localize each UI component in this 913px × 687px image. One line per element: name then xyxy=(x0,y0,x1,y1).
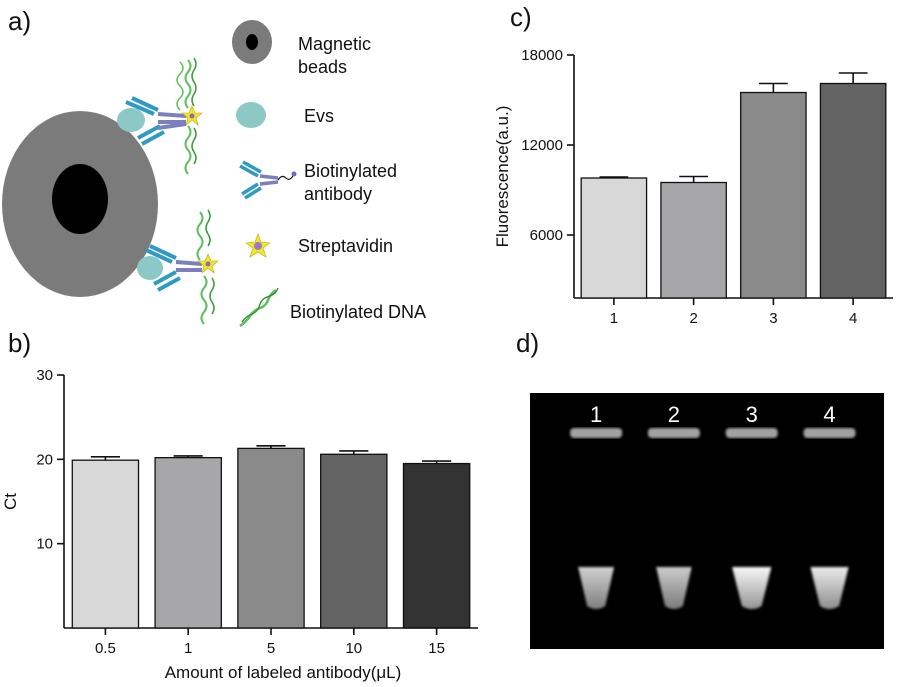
tube-cap xyxy=(570,428,623,438)
lower-capture-complex xyxy=(137,209,219,325)
lane-label: 2 xyxy=(668,402,680,427)
c-x-tick-label: 3 xyxy=(769,310,777,327)
lane-label: 4 xyxy=(823,402,835,427)
c-y-tick-label: 6000 xyxy=(530,227,563,244)
biotinylated-dna-icon xyxy=(239,287,279,328)
c-x-tick-label: 1 xyxy=(610,310,618,327)
b-bar xyxy=(154,456,222,629)
panel-c: c) 6000 12000 18000 1 2 3 4 Fluorescence(a.u.) xyxy=(493,2,893,327)
legend-biotinylated-dna: Biotinylated DNA xyxy=(290,302,426,322)
c-x-tick-label: 4 xyxy=(849,310,857,327)
biotinylated-antibody-icon xyxy=(239,160,297,200)
b-x-tick-label: 10 xyxy=(345,640,362,657)
b-x-axis-label: Amount of labeled antibody(μL) xyxy=(165,663,402,682)
magnetic-bead-icon xyxy=(232,20,272,64)
tube-fluorescence xyxy=(810,567,849,609)
tube-fluorescence xyxy=(656,567,692,609)
c-bar xyxy=(660,181,727,299)
b-y-tick-label: 10 xyxy=(36,536,53,553)
tube-fluorescence xyxy=(732,567,772,609)
lane-label: 1 xyxy=(590,402,602,427)
legend-magnetic-line2: beads xyxy=(298,57,347,77)
c-bar xyxy=(740,91,807,299)
b-bar xyxy=(320,453,388,629)
c-bar xyxy=(580,177,648,299)
c-y-tick-label: 12000 xyxy=(521,137,563,154)
b-y-axis-label: Ct xyxy=(1,493,20,510)
panel-a: a) xyxy=(2,6,426,328)
legend-antibody-line2: antibody xyxy=(304,184,372,204)
ev-icon xyxy=(236,102,266,128)
tube-cap xyxy=(725,428,778,438)
tube-row: 1 2 3 4 xyxy=(570,402,856,609)
upper-capture-complex xyxy=(117,57,203,175)
big-magnetic-bead-core xyxy=(52,164,108,234)
tube-fluorescence xyxy=(578,567,615,609)
c-y-axis-label: Fluorescence(a.u.) xyxy=(493,106,512,248)
b-y-tick-label: 20 xyxy=(36,451,53,468)
c-y-tick-label: 18000 xyxy=(521,47,563,64)
streptavidin-icon xyxy=(245,233,271,258)
b-x-tick-label: 0.5 xyxy=(95,640,116,657)
legend-antibody-line1: Biotinylated xyxy=(304,161,397,181)
legend-streptavidin: Streptavidin xyxy=(298,236,393,256)
b-y-tick-label: 30 xyxy=(36,367,53,384)
lane-label: 3 xyxy=(746,402,758,427)
b-x-tick-label: 1 xyxy=(184,640,192,657)
chart-c: 6000 12000 18000 1 2 3 4 Fluorescence(a.u.) xyxy=(493,47,893,327)
tube-cap xyxy=(803,428,856,438)
b-bar xyxy=(237,447,305,629)
tube-cap xyxy=(647,428,700,438)
b-x-tick-label: 15 xyxy=(428,640,445,657)
b-x-tick-label: 5 xyxy=(267,640,275,657)
b-bar xyxy=(402,462,471,629)
panel-b-label: b) xyxy=(8,328,31,358)
panel-c-label: c) xyxy=(510,2,532,32)
c-x-tick-label: 2 xyxy=(689,310,697,327)
legend-magnetic-line1: Magnetic xyxy=(298,34,371,54)
legend-evs: Evs xyxy=(304,106,334,126)
panel-d: d) 1 2 3 4 xyxy=(516,328,884,649)
b-bar xyxy=(71,459,140,629)
panel-a-label: a) xyxy=(8,6,31,36)
c-bar xyxy=(819,82,887,299)
panel-d-label: d) xyxy=(516,328,539,358)
